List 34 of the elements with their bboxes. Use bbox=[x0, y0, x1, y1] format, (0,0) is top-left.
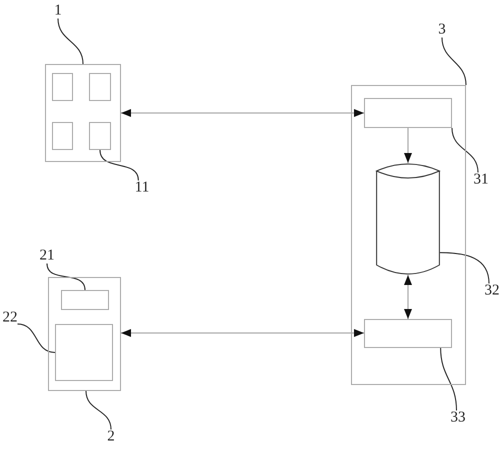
callout-number: 32 bbox=[484, 284, 500, 298]
callout-number: 11 bbox=[134, 180, 150, 196]
outer-frame bbox=[351, 85, 466, 385]
callout-number: 21 bbox=[40, 248, 54, 264]
callout-number: 22 bbox=[2, 310, 18, 326]
leader-line bbox=[46, 263, 86, 290]
callout-number: 3 bbox=[438, 22, 446, 38]
leader-line bbox=[86, 390, 112, 430]
inner-box bbox=[364, 98, 452, 128]
inner-box bbox=[364, 319, 452, 348]
double-arrow bbox=[120, 109, 364, 117]
double-arrow bbox=[404, 274, 412, 320]
cylinder-shape bbox=[376, 163, 440, 275]
arrow bbox=[404, 128, 412, 164]
inner-box bbox=[52, 73, 73, 101]
inner-box bbox=[89, 122, 111, 150]
leader-line bbox=[440, 252, 490, 284]
callout-number: 31 bbox=[474, 172, 488, 188]
callout-number: 33 bbox=[450, 410, 466, 426]
leader-line bbox=[58, 18, 84, 64]
callout-number: 2 bbox=[107, 430, 115, 444]
leader-line bbox=[17, 324, 56, 353]
leader-line bbox=[440, 348, 457, 411]
outer-frame bbox=[45, 64, 121, 162]
outer-frame bbox=[48, 277, 121, 391]
double-arrow bbox=[120, 329, 364, 337]
leader-line bbox=[100, 150, 139, 181]
inner-box bbox=[55, 324, 113, 381]
inner-box bbox=[89, 73, 111, 101]
inner-box bbox=[61, 290, 109, 310]
inner-box bbox=[52, 122, 73, 150]
callout-number: 1 bbox=[54, 4, 62, 18]
leader-line bbox=[452, 128, 478, 173]
leader-line bbox=[442, 37, 466, 86]
